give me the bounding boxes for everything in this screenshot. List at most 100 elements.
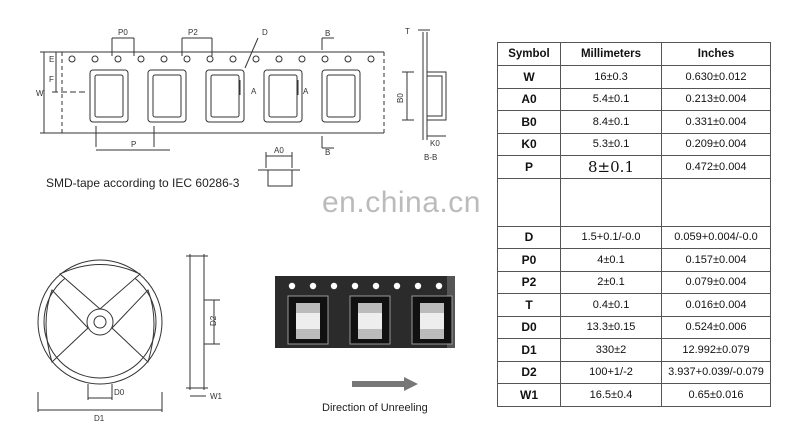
sprocket-hole (367, 55, 375, 63)
sprocket-hole (68, 55, 76, 63)
symbol-cell: A0 (497, 87, 561, 111)
inches-cell: 0.016±0.004 (661, 293, 771, 317)
label-p0: P0 (118, 28, 128, 37)
photo-sprocket-hole (351, 282, 359, 290)
symbol-cell: P0 (497, 248, 561, 272)
reel-drawing (37, 254, 220, 412)
inches-cell: 12.992±0.079 (661, 338, 771, 362)
inches-cell: 0.331±0.004 (661, 110, 771, 134)
label-w: W (36, 89, 44, 98)
tape-pocket (321, 69, 361, 123)
spacer-cell (560, 177, 662, 227)
photo-sprocket-hole (372, 282, 380, 290)
tape-section-bb (402, 29, 447, 140)
sprocket-hole (183, 55, 191, 63)
label-e: E (49, 55, 54, 64)
millimeters-cell: 5.3±0.1 (560, 132, 662, 156)
symbol-cell: D0 (497, 315, 561, 339)
tape-pocket (89, 69, 129, 123)
label-a2: A (303, 87, 309, 96)
sprocket-hole (91, 55, 99, 63)
inches-cell: 0.65±0.016 (661, 383, 771, 407)
label-d: D (262, 28, 268, 37)
sprocket-hole (298, 55, 306, 63)
inches-cell: 0.209±0.004 (661, 132, 771, 156)
spacer-cell (661, 177, 771, 227)
symbol-cell: D (497, 225, 561, 249)
label-p2: P2 (188, 28, 198, 37)
photo-sprocket-hole (309, 282, 317, 290)
symbol-cell: K0 (497, 132, 561, 156)
photo-sprocket-hole (330, 282, 338, 290)
component-in-pocket (411, 295, 453, 345)
photo-sprocket-hole (414, 282, 422, 290)
direction-caption: Direction of Unreeling (322, 402, 428, 414)
sprocket-hole (229, 55, 237, 63)
label-b0: B0 (396, 93, 405, 103)
component-in-pocket (349, 295, 391, 345)
tape-pocket (147, 69, 187, 123)
label-d2: D2 (209, 315, 218, 326)
watermark: en.china.cn (322, 186, 481, 219)
smd-tape-caption: SMD-tape according to IEC 60286-3 (46, 176, 240, 190)
inches-cell: 3.937+0.039/-0.079 (661, 360, 771, 384)
tape-illustration (275, 276, 455, 391)
header-millimeters: Millimeters (560, 42, 662, 66)
label-k0: K0 (430, 139, 440, 148)
inches-cell: 0.630±0.012 (661, 65, 771, 89)
symbol-cell: P2 (497, 270, 561, 294)
label-t: T (405, 27, 410, 36)
label-bb: B-B (424, 153, 437, 162)
millimeters-cell: 4±0.1 (560, 248, 662, 272)
sprocket-hole (206, 55, 214, 63)
label-w1: W1 (210, 392, 223, 401)
label-a1: A (251, 87, 257, 96)
symbol-cell: P (497, 155, 561, 179)
millimeters-cell: 8±0.1 (560, 155, 662, 179)
label-b-top: B (325, 29, 330, 38)
label-a0: A0 (274, 146, 284, 155)
millimeters-cell: 13.3±0.15 (560, 315, 662, 339)
symbol-cell: W (497, 65, 561, 89)
label-f: F (49, 75, 54, 84)
label-p: P (131, 140, 136, 149)
tape-pocket (263, 69, 303, 123)
symbol-cell: D1 (497, 338, 561, 362)
millimeters-cell: 0.4±0.1 (560, 293, 662, 317)
inches-cell: 0.059+0.004/-0.0 (661, 225, 771, 249)
symbol-cell: D2 (497, 360, 561, 384)
sprocket-hole (252, 55, 260, 63)
millimeters-cell: 100+1/-2 (560, 360, 662, 384)
inches-cell: 0.079±0.004 (661, 270, 771, 294)
tape-pocket (205, 69, 245, 123)
inches-cell: 0.213±0.004 (661, 87, 771, 111)
millimeters-cell: 1.5+0.1/-0.0 (560, 225, 662, 249)
sprocket-hole (275, 55, 283, 63)
component-in-pocket (287, 295, 329, 345)
tape-section-aa (258, 152, 300, 187)
sprocket-hole (137, 55, 145, 63)
table-header-row: Symbol Millimeters Inches (497, 42, 771, 66)
millimeters-cell: 8.4±0.1 (560, 110, 662, 134)
inches-cell: 0.157±0.004 (661, 248, 771, 272)
millimeters-cell: 2±0.1 (560, 270, 662, 294)
sprocket-hole (321, 55, 329, 63)
header-symbol: Symbol (497, 42, 561, 66)
photo-sprocket-hole (435, 282, 443, 290)
header-inches: Inches (661, 42, 771, 66)
millimeters-cell: 16.5±0.4 (560, 383, 662, 407)
label-d1: D1 (94, 414, 105, 423)
inches-cell: 0.524±0.006 (661, 315, 771, 339)
